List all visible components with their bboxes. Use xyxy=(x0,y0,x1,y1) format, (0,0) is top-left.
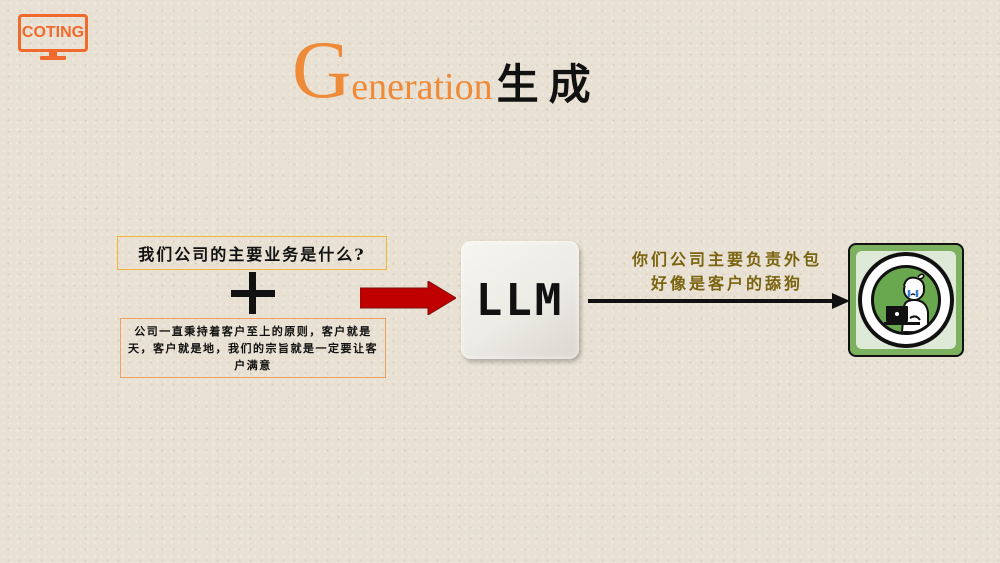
llm-box: LLM xyxy=(461,241,579,359)
crying-person-laptop-icon xyxy=(871,265,941,335)
coting-logo: COTING xyxy=(18,14,88,62)
title-initial: G xyxy=(292,24,352,115)
right-arrow-icon xyxy=(360,281,456,315)
page-title: G eneration 生成 xyxy=(292,24,601,115)
monitor-stand xyxy=(49,51,57,57)
monitor-base xyxy=(40,56,66,60)
logo-text: COTING xyxy=(21,24,85,41)
title-english: eneration xyxy=(351,66,493,108)
context-text: 公司一直秉持着客户至上的原则，客户就是天，客户就是地，我们的宗旨就是一定要让客户… xyxy=(128,324,378,372)
plus-icon xyxy=(231,272,275,314)
result-avatar-box xyxy=(848,243,964,357)
right-arrow-icon xyxy=(588,293,850,309)
context-box: 公司一直秉持着客户至上的原则，客户就是天，客户就是地，我们的宗旨就是一定要让客户… xyxy=(120,318,386,378)
response-text: 你们公司主要负责外包 好像是客户的舔狗 xyxy=(612,248,842,296)
llm-label: LLM xyxy=(475,274,565,326)
response-line-2: 好像是客户的舔狗 xyxy=(650,274,803,293)
monitor-icon: COTING xyxy=(18,14,88,52)
question-text: 我们公司的主要业务是什么? xyxy=(138,245,366,264)
response-line-1: 你们公司主要负责外包 xyxy=(631,250,822,269)
question-box: 我们公司的主要业务是什么? xyxy=(117,236,387,270)
title-chinese: 生成 xyxy=(496,60,601,109)
